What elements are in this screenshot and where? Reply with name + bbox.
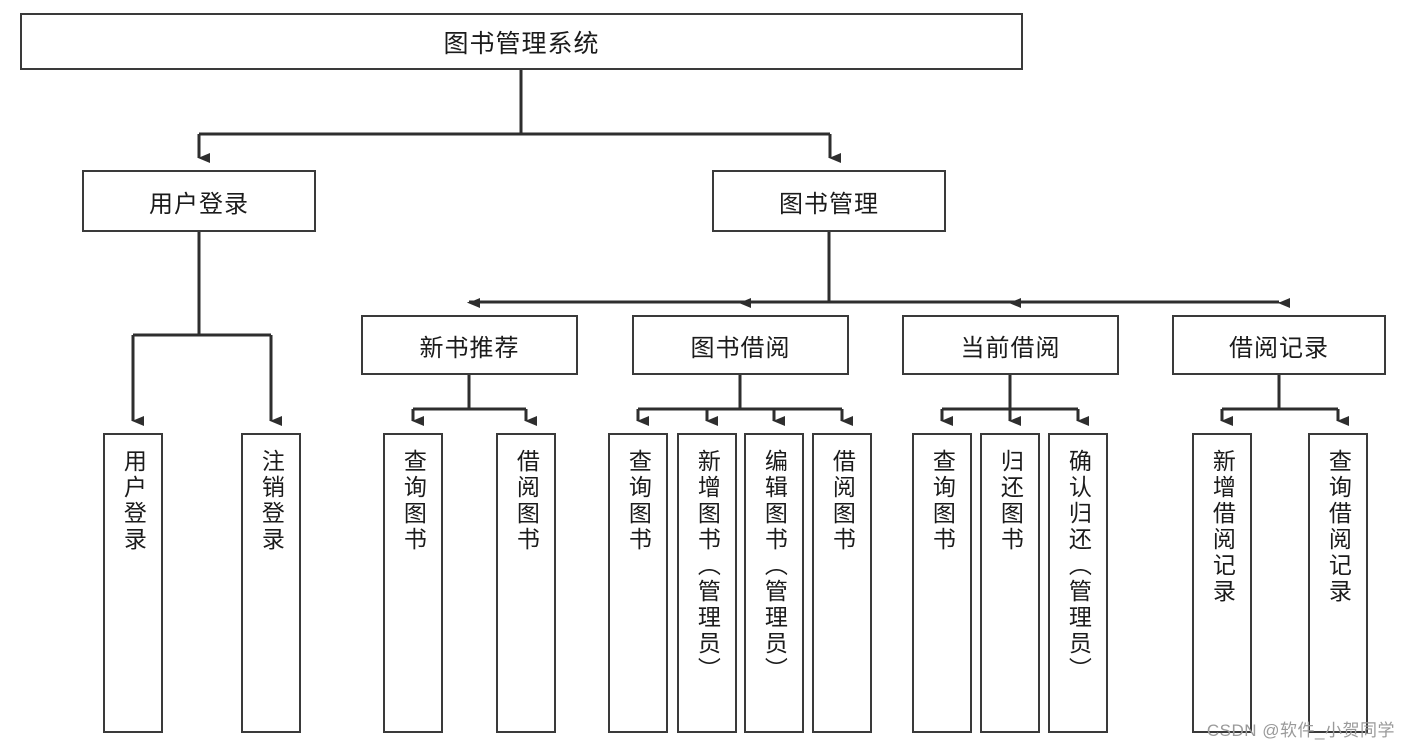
leaf-current-query-book[interactable]: 查询图书 [912, 433, 972, 733]
node-label: 注销登录 [258, 449, 285, 553]
node-label: 借阅图书 [513, 449, 540, 553]
node-label: 新书推荐 [419, 334, 520, 362]
node-label: 编辑图书（管理员） [761, 449, 788, 683]
node-label: 查询图书 [625, 449, 652, 553]
node-label: 查询图书 [400, 449, 427, 553]
leaf-new-book-query[interactable]: 查询图书 [383, 433, 443, 733]
node-new-book-recommend[interactable]: 新书推荐 [361, 315, 578, 375]
node-label: 查询图书 [929, 449, 956, 553]
node-label: 借阅记录 [1229, 334, 1329, 362]
node-root-system[interactable]: 图书管理系统 [20, 13, 1023, 70]
leaf-record-add-record[interactable]: 新增借阅记录 [1192, 433, 1252, 733]
node-label: 新增借阅记录 [1209, 449, 1236, 605]
node-label: 图书借阅 [690, 334, 791, 362]
node-current-borrow[interactable]: 当前借阅 [902, 315, 1119, 375]
leaf-borrow-edit-book-admin[interactable]: 编辑图书（管理员） [744, 433, 804, 733]
node-label: 图书管理系统 [443, 29, 600, 58]
node-book-management[interactable]: 图书管理 [712, 170, 946, 232]
node-label: 归还图书 [997, 449, 1024, 553]
leaf-user-login-login[interactable]: 用户登录 [103, 433, 163, 733]
leaf-current-confirm-return-admin[interactable]: 确认归还（管理员） [1048, 433, 1108, 733]
node-label: 用户登录 [149, 190, 249, 218]
csdn-watermark: CSDN @软件_小贺同学 [1206, 721, 1395, 740]
node-label: 借阅图书 [829, 449, 856, 553]
node-user-login[interactable]: 用户登录 [82, 170, 316, 232]
node-borrow-record[interactable]: 借阅记录 [1172, 315, 1386, 375]
leaf-borrow-query-book[interactable]: 查询图书 [608, 433, 668, 733]
node-label: 确认归还（管理员） [1065, 449, 1092, 683]
leaf-user-login-logout[interactable]: 注销登录 [241, 433, 301, 733]
leaf-borrow-borrow-book[interactable]: 借阅图书 [812, 433, 872, 733]
node-label: 新增图书（管理员） [694, 449, 721, 683]
node-label: 图书管理 [779, 190, 879, 218]
node-label: 查询借阅记录 [1325, 449, 1352, 605]
node-label: 用户登录 [120, 449, 147, 553]
node-label: 当前借阅 [960, 334, 1061, 362]
node-book-borrow[interactable]: 图书借阅 [632, 315, 849, 375]
leaf-current-return-book[interactable]: 归还图书 [980, 433, 1040, 733]
leaf-new-book-borrow[interactable]: 借阅图书 [496, 433, 556, 733]
leaf-borrow-add-book-admin[interactable]: 新增图书（管理员） [677, 433, 737, 733]
leaf-record-query-record[interactable]: 查询借阅记录 [1308, 433, 1368, 733]
